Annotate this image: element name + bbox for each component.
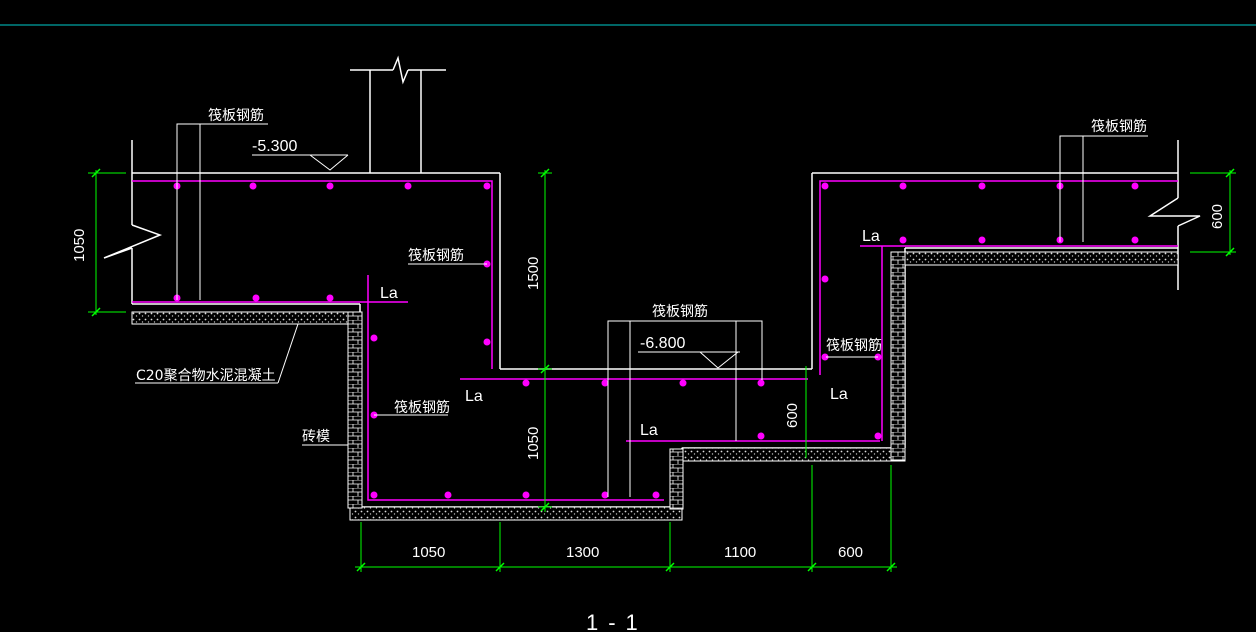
raft-rebar-label-pit: 筏板钢筋: [652, 303, 708, 320]
section-title: 1-1: [586, 610, 648, 632]
raft-rebar-label-top-right: 筏板钢筋: [1091, 118, 1147, 135]
concrete-outline: [103, 55, 1201, 508]
c20-concrete-label: C20聚合物水泥混凝土: [136, 368, 276, 384]
dimension-lines: [88, 170, 1236, 572]
dim-bottom-3: 1100: [724, 544, 756, 561]
la-label-right-wall: La: [830, 386, 848, 403]
elevation-top-label: -5.300: [252, 138, 297, 155]
raft-rebar-label-outer: 筏板钢筋: [394, 399, 450, 416]
rebar-lines: [132, 180, 1178, 501]
dim-pit-depth: 1500: [525, 257, 542, 290]
dimension-ticks: [91, 168, 1235, 572]
la-label-step: La: [640, 422, 658, 439]
dim-bottom-1: 1050: [412, 544, 445, 561]
raft-rebar-label-wall: 筏板钢筋: [408, 247, 464, 264]
dim-right-slab: 600: [1209, 204, 1226, 229]
dim-bottom-4: 600: [838, 544, 863, 561]
dim-bottom-2: 1300: [566, 544, 599, 561]
raft-rebar-label-top-left: 筏板钢筋: [208, 107, 264, 124]
la-label-pit: La: [465, 388, 483, 405]
rebar-dots: [173, 182, 1139, 499]
dim-step: 600: [784, 403, 801, 428]
la-label-left-slab: La: [380, 285, 398, 302]
c20-concrete-bedding: [131, 251, 1179, 521]
brick-mold: [347, 251, 906, 510]
elevation-pit-label: -6.800: [640, 335, 685, 352]
dim-pit-bottom: 1050: [525, 427, 542, 460]
raft-rebar-label-right-wall: 筏板钢筋: [826, 337, 882, 354]
leader-lines: [135, 123, 1148, 497]
la-label-right-slab: La: [862, 228, 880, 245]
brick-mold-label: 砖模: [302, 429, 330, 445]
dim-left-slab: 1050: [71, 229, 88, 262]
